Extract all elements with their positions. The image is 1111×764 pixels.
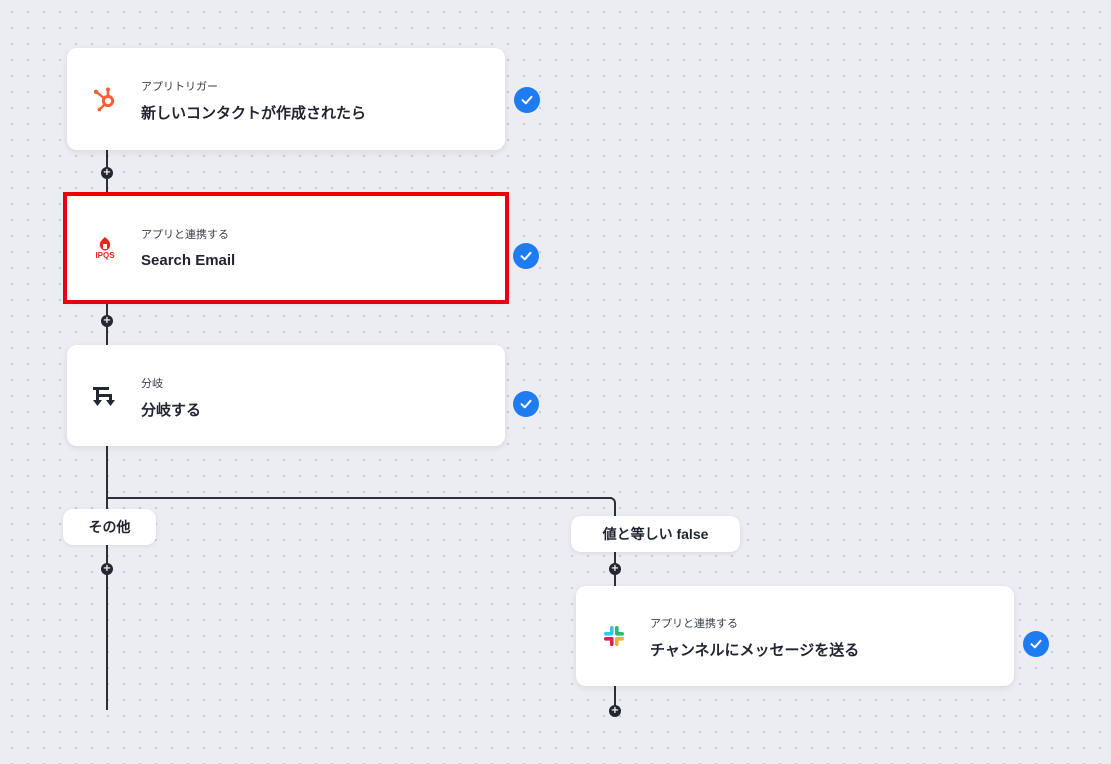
step-title: Search Email <box>141 252 236 269</box>
branch-label-false[interactable]: 値と等しい false <box>571 516 740 552</box>
check-icon <box>513 243 539 269</box>
branch-icon <box>91 382 119 410</box>
connector-line <box>614 686 616 706</box>
add-step-button[interactable]: + <box>101 563 113 575</box>
step-subtitle: 分岐 <box>141 378 163 390</box>
check-icon <box>514 87 540 113</box>
step-subtitle: アプリと連携する <box>650 618 738 630</box>
hubspot-icon <box>91 85 119 113</box>
step-card-slack[interactable]: アプリと連携する チャンネルにメッセージを送る <box>576 586 1014 686</box>
check-icon <box>1023 631 1049 657</box>
step-subtitle: アプリと連携する <box>141 229 229 241</box>
slack-icon <box>600 622 628 650</box>
check-icon <box>513 391 539 417</box>
branch-split-line <box>106 497 612 499</box>
connector-line <box>106 446 108 710</box>
step-title: 新しいコンタクトが作成されたら <box>141 105 367 122</box>
branch-corner <box>604 497 616 511</box>
selection-highlight <box>63 192 509 304</box>
add-step-button[interactable]: + <box>609 705 621 717</box>
step-card-trigger[interactable]: アプリトリガー 新しいコンタクトが作成されたら <box>67 48 505 150</box>
step-card-search-email[interactable]: IPQS アプリと連携する Search Email <box>67 196 505 300</box>
connector-line <box>614 509 616 517</box>
step-title: 分岐する <box>141 402 202 419</box>
step-subtitle: アプリトリガー <box>141 81 218 93</box>
branch-label-other[interactable]: その他 <box>63 509 156 545</box>
ipqs-logo-text: IPQS <box>95 250 115 260</box>
add-step-button[interactable]: + <box>101 167 113 179</box>
add-step-button[interactable]: + <box>609 563 621 575</box>
step-title: チャンネルにメッセージを送る <box>650 642 860 659</box>
step-card-branch[interactable]: 分岐 分岐する <box>67 345 505 446</box>
add-step-button[interactable]: + <box>101 315 113 327</box>
ipqs-icon: IPQS <box>91 234 119 262</box>
